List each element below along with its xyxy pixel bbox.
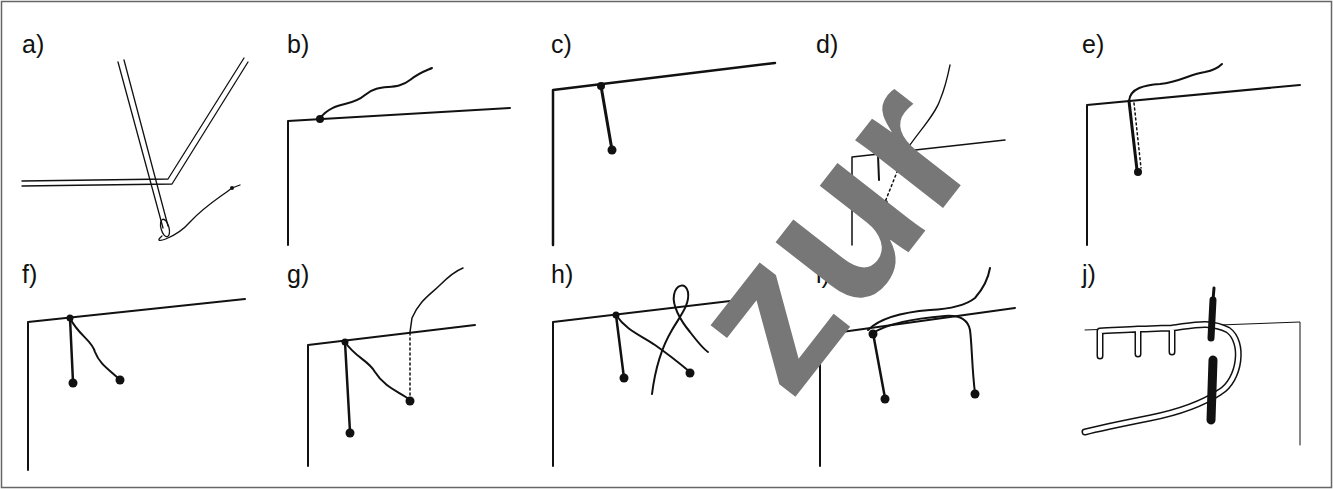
panel-e-drawing [1087, 64, 1300, 245]
panel-label: e) [1082, 32, 1104, 57]
panel-label: a) [22, 32, 44, 57]
panel-label: d) [816, 32, 838, 57]
panel-label: h) [551, 262, 573, 287]
watermark: zur [650, 46, 1009, 424]
panel-label: c) [551, 32, 572, 57]
panel-b-drawing [288, 68, 510, 245]
panel-a-drawing [22, 58, 248, 240]
panel-label: b) [287, 32, 309, 57]
panel-label: g) [287, 262, 309, 287]
panel-label: j) [1082, 262, 1096, 287]
panel-g-drawing [308, 268, 475, 466]
panel-f-drawing [28, 299, 245, 470]
panel-j-drawing [1085, 288, 1300, 445]
panel-label: f) [22, 262, 37, 287]
